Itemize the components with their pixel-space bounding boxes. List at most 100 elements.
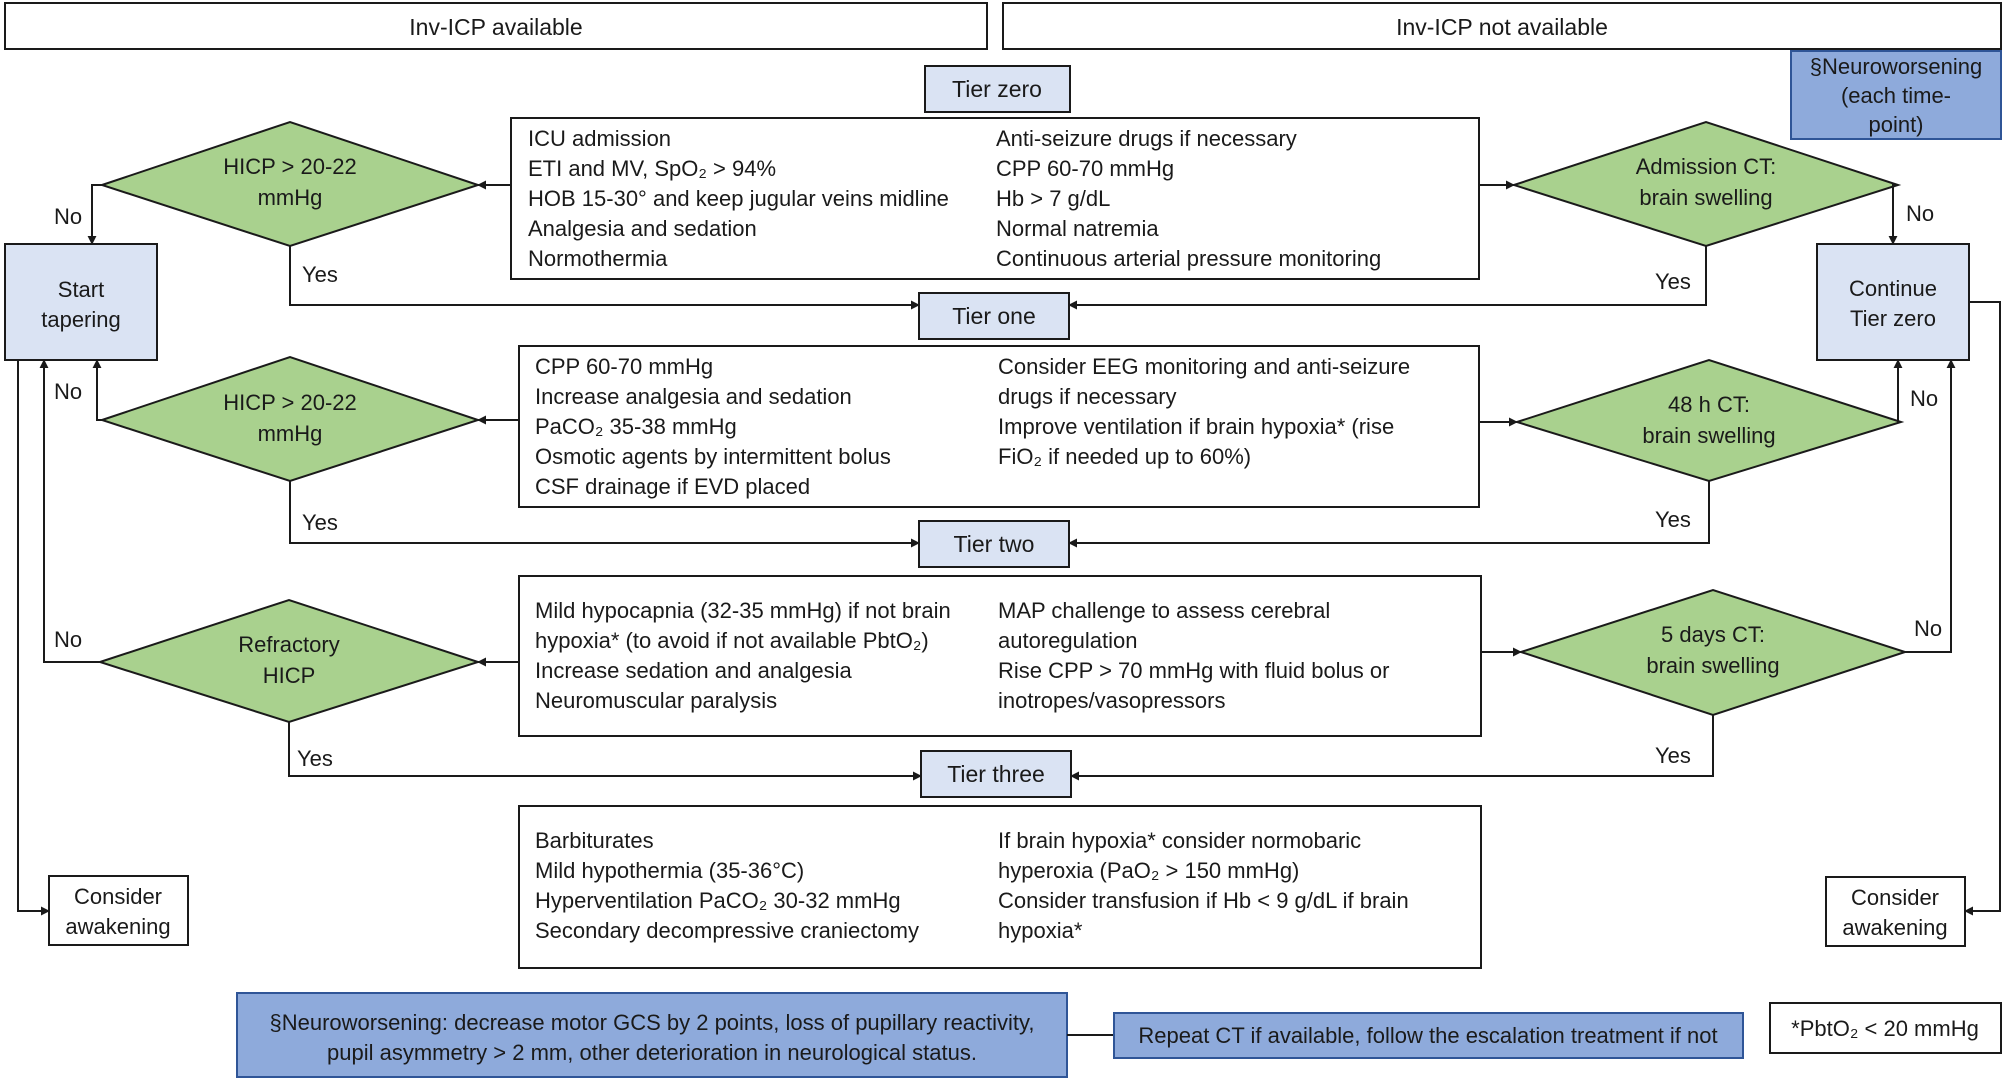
tier-one-right-2: drugs if necessary <box>998 384 1177 409</box>
tier-zero-left-1: ICU admission <box>528 126 671 151</box>
header-icp-not-available-label: Inv-ICP not available <box>1396 14 1608 40</box>
tier-one-label: Tier one <box>918 292 1070 340</box>
tier-zero-left-2: ETI and MV, SpO₂ > 94% <box>528 156 776 181</box>
tier-two-left-3: Increase sedation and analgesia <box>535 658 853 683</box>
header-icp-available-label: Inv-ICP available <box>409 14 582 40</box>
neuroworsening-tag-line-3: point) <box>1868 112 1923 137</box>
tier-one-text: Tier one <box>952 303 1036 329</box>
continue-tier-zero-box: Continue Tier zero <box>1816 243 1970 361</box>
label-no-5: No <box>1910 386 1938 411</box>
tier-three-text: Tier three <box>947 761 1045 787</box>
footer-repeat-ct: Repeat CT if available, follow the escal… <box>1113 1012 1744 1059</box>
decision-refractory-hicp-line-1: Refractory <box>238 632 339 657</box>
footer-pbto2-text: *PbtO₂ < 20 mmHg <box>1791 1016 1979 1041</box>
arrow-admission-ct-no-to-continue <box>1888 184 1898 245</box>
tier-zero-left-3: HOB 15-30° and keep jugular veins midlin… <box>528 186 949 211</box>
tier-zero-right-3: Hb > 7 g/dL <box>996 186 1110 211</box>
footer-neuroworsening-line-2: pupil asymmetry > 2 mm, other deteriorat… <box>327 1040 977 1065</box>
arrow-5-days-ct-yes-to-tier-three <box>1070 715 1714 781</box>
decision-48h-ct-line-1: 48 h CT: <box>1668 392 1750 417</box>
footer-pbto2-note: *PbtO₂ < 20 mmHg <box>1769 1002 2002 1054</box>
branch-labels: No Yes No Yes No Yes No Yes No Yes No Ye… <box>54 201 1942 771</box>
tier-two-left-4: Neuromuscular paralysis <box>535 688 777 713</box>
arrow-hicp0-yes-to-tier-one <box>289 246 920 310</box>
decision-48h-ct-line-2: brain swelling <box>1642 423 1775 448</box>
arrow-refractory-yes-to-tier-three <box>288 722 922 781</box>
consider-awakening-left-line-2: awakening <box>65 914 170 939</box>
tier-two-left-2: hypoxia* (to avoid if not available PbtO… <box>535 628 929 653</box>
neuroworsening-tag-line-2: (each time- <box>1841 83 1951 108</box>
decision-48h-ct: 48 h CT: brain swelling <box>1513 358 1905 483</box>
arrow-continue-to-awakening <box>1964 301 2001 916</box>
tier-three-label: Tier three <box>920 750 1072 798</box>
decision-admission-ct-line-1: Admission CT: <box>1636 154 1777 179</box>
tier-one-right-1: Consider EEG monitoring and anti-seizure <box>998 354 1410 379</box>
decision-5-days-ct: 5 days CT: brain swelling <box>1517 588 1909 717</box>
tier-one-left-5: CSF drainage if EVD placed <box>535 474 810 499</box>
start-tapering-line-1: Start <box>58 277 104 302</box>
label-yes-2: Yes <box>302 510 338 535</box>
neuroworsening-tag: §Neuroworsening (each time- point) <box>1790 50 2002 140</box>
tier-three-left-1: Barbiturates <box>535 828 654 853</box>
tier-three-left-4: Secondary decompressive craniectomy <box>535 918 919 943</box>
arrow-refractory-no-to-tapering <box>39 359 100 663</box>
arrow-hicp0-no-to-tapering <box>87 184 102 245</box>
decision-5-days-ct-line-1: 5 days CT: <box>1661 622 1765 647</box>
label-no-4: No <box>1906 201 1934 226</box>
tier-two-right-4: inotropes/vasopressors <box>998 688 1225 713</box>
tier-three-right-3: Consider transfusion if Hb < 9 g/dL if b… <box>998 888 1409 913</box>
tier-two-text: Tier two <box>954 531 1035 557</box>
tier-one-box: CPP 60-70 mmHg Increase analgesia and se… <box>518 345 1480 508</box>
tier-two-left-1: Mild hypocapnia (32-35 mmHg) if not brai… <box>535 598 951 623</box>
header-icp-not-available: Inv-ICP not available <box>1002 2 2002 50</box>
tier-one-left-4: Osmotic agents by intermittent bolus <box>535 444 891 469</box>
tier-one-right-4: FiO₂ if needed up to 60%) <box>998 444 1251 469</box>
label-no-1: No <box>54 204 82 229</box>
consider-awakening-right-line-2: awakening <box>1842 915 1947 940</box>
arrow-admission-ct-yes-to-tier-one <box>1068 246 1707 310</box>
tier-three-right-1: If brain hypoxia* consider normobaric <box>998 828 1361 853</box>
tier-zero-right-1: Anti-seizure drugs if necessary <box>996 126 1297 151</box>
tier-zero-right-4: Normal natremia <box>996 216 1159 241</box>
header-icp-available: Inv-ICP available <box>4 2 988 50</box>
tier-two-right-3: Rise CPP > 70 mmHg with fluid bolus or <box>998 658 1389 683</box>
tier-two-label: Tier two <box>918 520 1070 568</box>
decision-hicp-tier-one: HICP > 20-22 mmHg <box>98 355 482 483</box>
tier-zero-label: Tier zero <box>924 65 1071 113</box>
label-no-2: No <box>54 379 82 404</box>
consider-awakening-left-line-1: Consider <box>74 884 162 909</box>
tier-two-box: Mild hypocapnia (32-35 mmHg) if not brai… <box>518 575 1482 737</box>
decision-hicp-tier-one-line-2: mmHg <box>258 421 323 446</box>
footer-neuroworsening-definition: §Neuroworsening: decrease motor GCS by 2… <box>236 992 1068 1078</box>
tier-zero-left-5: Normothermia <box>528 246 668 271</box>
arrow-48h-ct-no-to-continue <box>1893 359 1903 423</box>
arrow-hicp1-yes-to-tier-two <box>289 481 920 548</box>
decision-hicp-tier-zero-line-1: HICP > 20-22 <box>223 154 357 179</box>
tier-three-right-2: hyperoxia (PaO₂ > 150 mmHg) <box>998 858 1299 883</box>
start-tapering-line-2: tapering <box>41 307 121 332</box>
consider-awakening-right-line-1: Consider <box>1851 885 1939 910</box>
tier-zero-text: Tier zero <box>952 76 1042 102</box>
decision-admission-ct: Admission CT: brain swelling <box>1510 120 1902 248</box>
arrow-tapering-to-awakening <box>17 360 50 916</box>
tier-one-right-3: Improve ventilation if brain hypoxia* (r… <box>998 414 1394 439</box>
tier-zero-left-4: Analgesia and sedation <box>528 216 757 241</box>
label-yes-3: Yes <box>297 746 333 771</box>
tier-two-right-2: autoregulation <box>998 628 1137 653</box>
decision-5-days-ct-line-2: brain swelling <box>1646 653 1779 678</box>
neuroworsening-tag-line-1: §Neuroworsening <box>1810 54 1982 79</box>
continue-tier-zero-line-1: Continue <box>1849 276 1937 301</box>
tier-three-left-2: Mild hypothermia (35-36°C) <box>535 858 804 883</box>
decision-hicp-tier-one-line-1: HICP > 20-22 <box>223 390 357 415</box>
consider-awakening-right-box: Consider awakening <box>1825 876 1966 947</box>
label-no-3: No <box>54 627 82 652</box>
decision-hicp-tier-zero: HICP > 20-22 mmHg <box>98 120 482 248</box>
arrow-48h-ct-yes-to-tier-two <box>1068 481 1710 548</box>
label-no-6: No <box>1914 616 1942 641</box>
tier-three-box: Barbiturates Mild hypothermia (35-36°C) … <box>518 805 1482 969</box>
arrow-5-days-ct-no-to-continue <box>1905 359 1956 653</box>
start-tapering-box: Start tapering <box>4 243 158 361</box>
continue-tier-zero-line-2: Tier zero <box>1850 306 1936 331</box>
